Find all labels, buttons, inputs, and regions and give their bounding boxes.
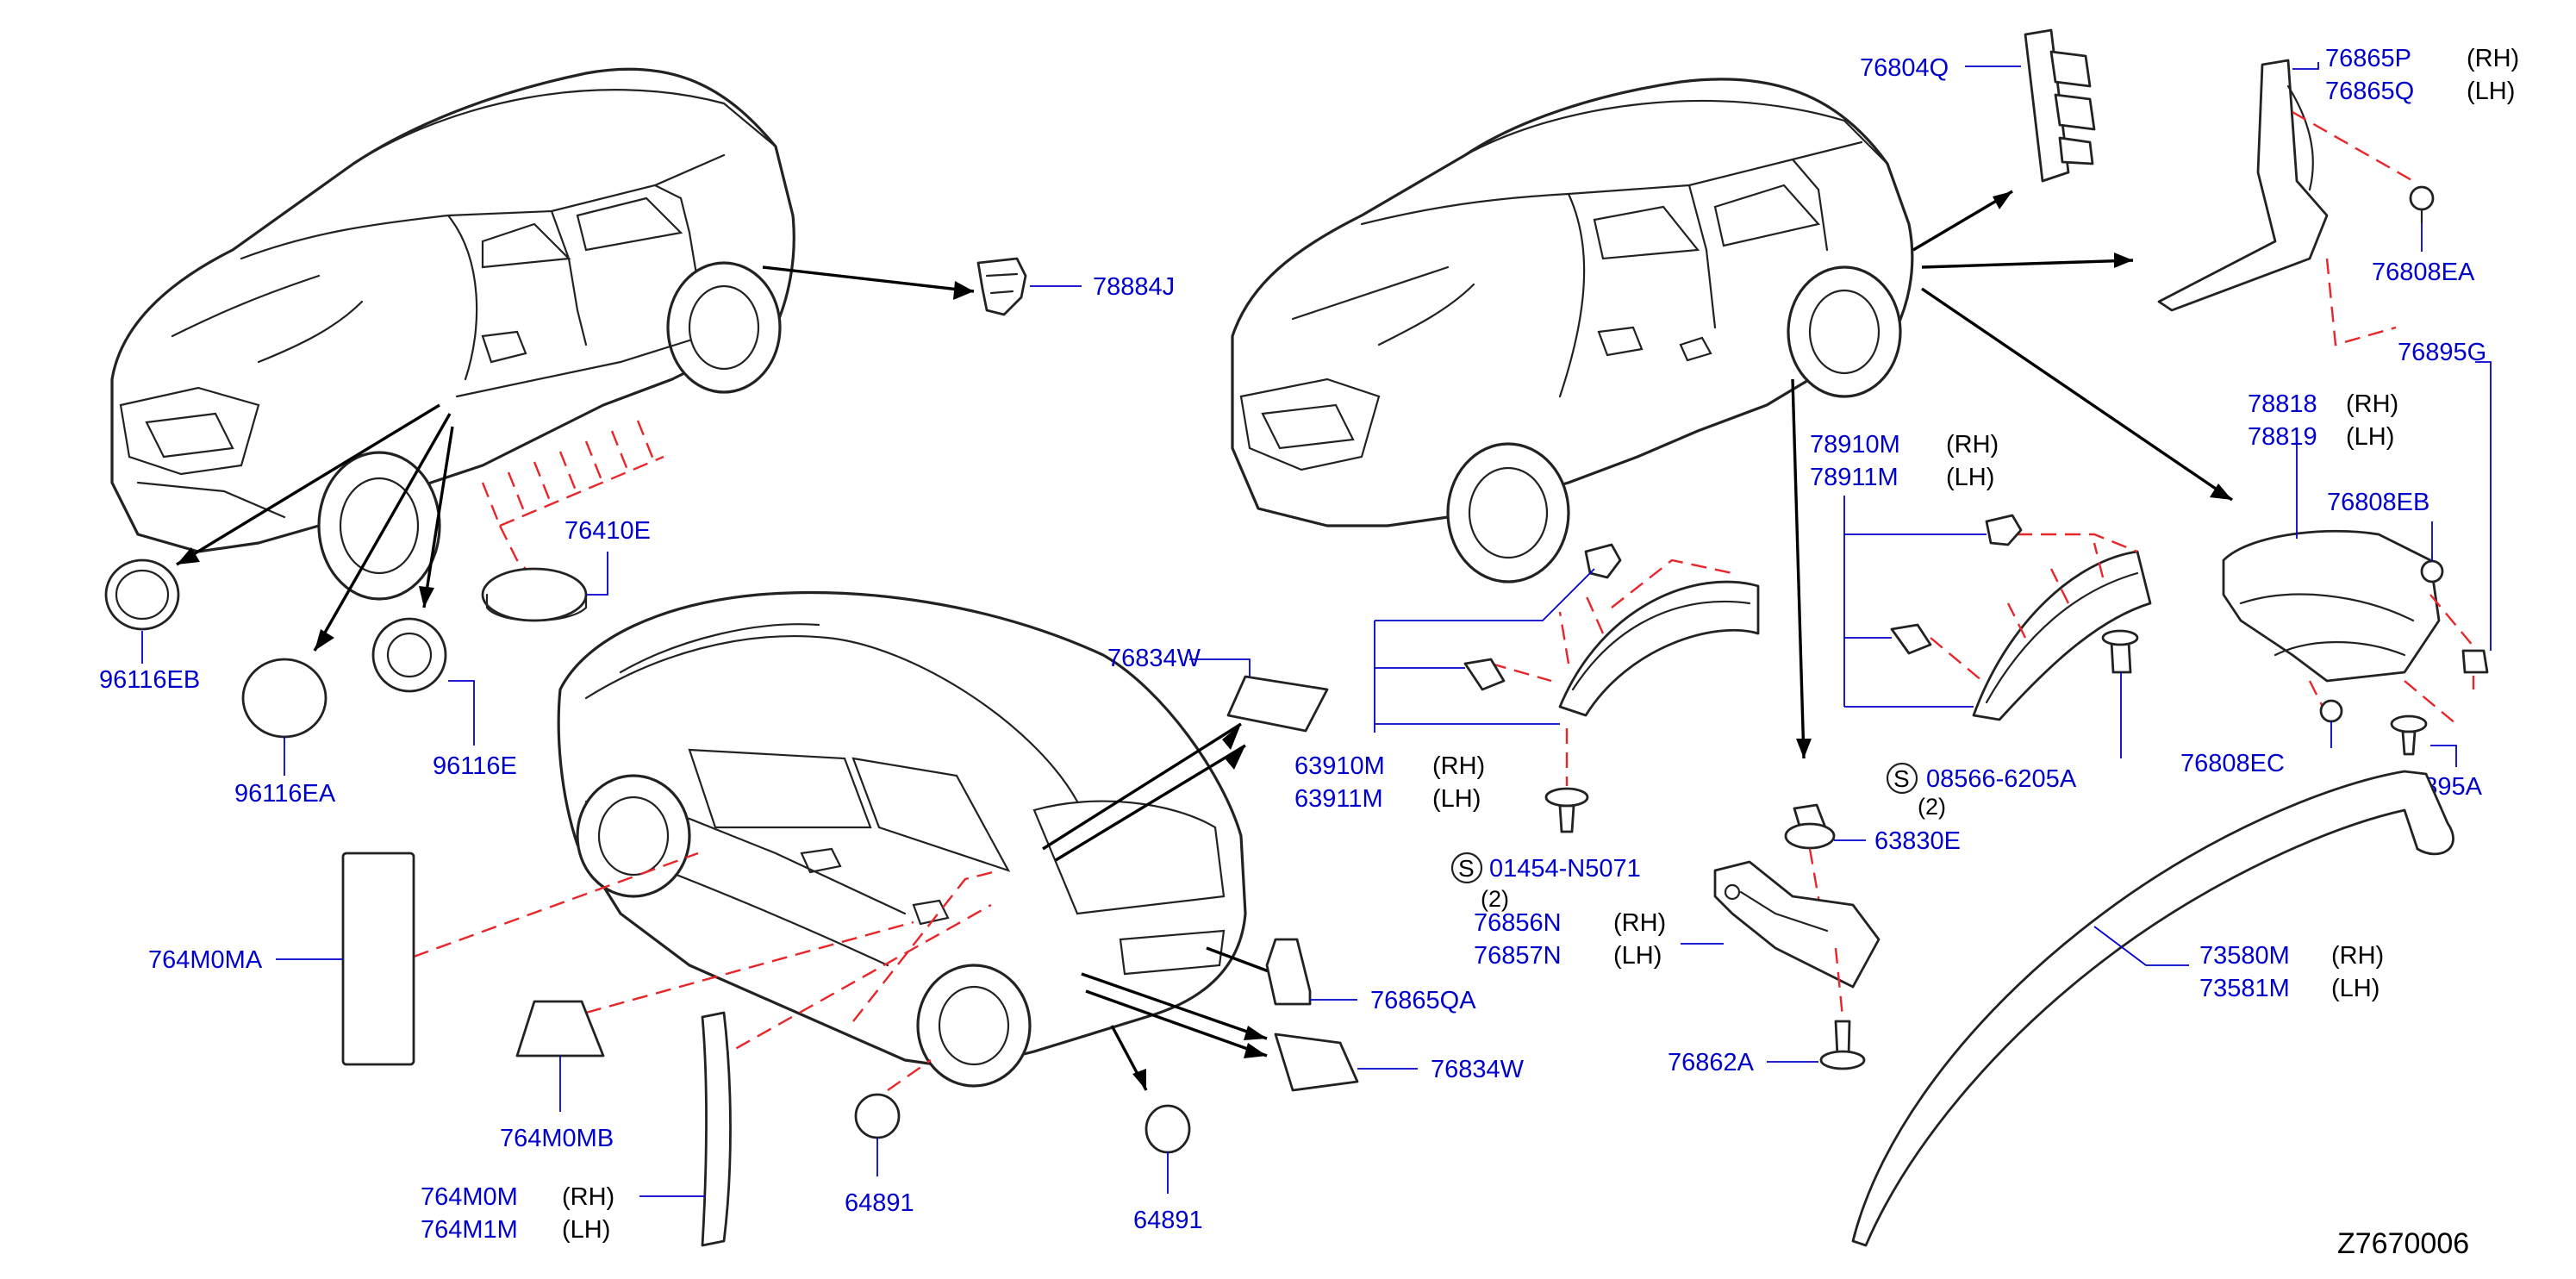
label-78910M: 78910M <box>1810 431 1900 459</box>
side-rh-76856N: (RH) <box>1613 909 1666 937</box>
side-lh-78911M: (LH) <box>1946 464 1994 491</box>
label-76834W-lower: 76834W <box>1431 1056 1525 1083</box>
label-76808EA: 76808EA <box>2372 259 2475 286</box>
side-lh-63911M: (LH) <box>1432 785 1481 813</box>
side-rh-76865P: (RH) <box>2467 45 2519 72</box>
mudguard-76856N: 76856N (RH) 76857N (LH) <box>1474 860 1881 989</box>
label-64891-right: 64891 <box>1133 1207 1203 1234</box>
label-764M1M: 764M1M <box>421 1216 518 1244</box>
side-lh-78819: (LH) <box>2346 423 2394 451</box>
label-764M0MB-piece: 764M0MB <box>500 1000 614 1152</box>
vehicle-front-view-right <box>1231 78 1914 583</box>
moulding-764M0M: 764M0M (RH) 764M1M (LH) <box>421 1011 732 1247</box>
label-764M0MA: 764M0MA <box>148 946 263 974</box>
screw-76862A: 76862A <box>1668 947 1866 1076</box>
label-63911M: 63911M <box>1294 785 1383 813</box>
label-plate-764M0MA: 764M0MA <box>148 852 415 1066</box>
label-78911M: 78911M <box>1810 464 1899 491</box>
side-rh-78818: (RH) <box>2346 390 2398 418</box>
grommet-96116E: 96116E <box>371 426 517 780</box>
label-63830E: 63830E <box>1874 827 1961 855</box>
label-63910M: 63910M <box>1294 752 1385 780</box>
side-rh-764M0M: (RH) <box>562 1183 614 1211</box>
side-rh-78910M: (RH) <box>1946 431 1999 459</box>
label-76410E: 76410E <box>564 517 651 545</box>
seal-76834W-lower: 76834W <box>1081 972 1525 1092</box>
splash-shield-78818: 78818 (RH) 78819 (LH) <box>2222 390 2475 725</box>
label-64891-left: 64891 <box>845 1189 914 1217</box>
side-lh-764M1M: (LH) <box>562 1216 610 1244</box>
label-78819: 78819 <box>2248 423 2317 451</box>
side-rh-63910M: (RH) <box>1432 752 1485 780</box>
sill-clip-row <box>481 420 664 596</box>
label-76865P: 76865P <box>2325 45 2411 72</box>
vent-76804Q: 76804Q <box>1860 28 2096 183</box>
plug-76410E: 76410E <box>481 517 651 622</box>
cap-64891-left: 64891 <box>845 1093 914 1217</box>
side-lh-76857N: (LH) <box>1613 942 1662 970</box>
label-76856N: 76856N <box>1474 909 1562 937</box>
grommet-63830E: 63830E <box>1784 803 1961 923</box>
label-76857N: 76857N <box>1474 942 1562 970</box>
vehicle-rear-view <box>557 590 1247 1088</box>
label-76865QA: 76865QA <box>1370 987 1476 1014</box>
standard-symbol-01454: S <box>1458 855 1475 882</box>
bolt-01454-N5071: S 01454-N5071 (2) <box>1450 728 1641 912</box>
label-76862A: 76862A <box>1668 1049 1755 1076</box>
arch-liner-63910M: 63910M (RH) 63911M (LH) <box>1294 543 1760 813</box>
cover-76865QA: 76865QA <box>1206 938 1476 1014</box>
diagram-id: Z7670006 <box>2337 1227 2469 1260</box>
clip-76808EB: 76808EB <box>2327 489 2444 583</box>
side-lh-76865Q: (LH) <box>2467 78 2515 105</box>
bracket-76865P: 76865P (RH) 76865Q (LH) <box>2157 45 2519 346</box>
rear-dashed-leaders <box>413 852 1001 1091</box>
clip-78884J: 78884J <box>762 257 1175 316</box>
standard-symbol-08566: S <box>1893 765 1910 792</box>
grommet-96116EA: 96116EA <box>234 413 452 808</box>
bolt-08566-6205A: S 08566-6205A (2) <box>1886 762 2077 820</box>
label-78818: 78818 <box>2248 390 2317 418</box>
label-08566-6205A: 08566-6205A <box>1926 765 2077 793</box>
label-73580M: 73580M <box>2199 942 2290 970</box>
clip-76808EC: 76808EC <box>2180 699 2343 777</box>
label-78884J: 78884J <box>1093 273 1175 301</box>
grommet-96116EB: 96116EB <box>99 403 440 694</box>
label-01454-N5071: 01454-N5071 <box>1489 855 1641 883</box>
cap-64891-right: 64891 <box>1110 1025 1203 1234</box>
label-764M0M: 764M0M <box>421 1183 518 1211</box>
label-96116EA: 96116EA <box>234 780 336 808</box>
side-lh-73581M: (LH) <box>2331 975 2380 1002</box>
car3-arrows <box>1791 190 2233 759</box>
clip-76808EA: 76808EA <box>2372 185 2475 286</box>
qty-01454-N5071: (2) <box>1481 886 1509 912</box>
seal-76834W-upper: 76834W <box>1042 645 1329 862</box>
label-76865Q: 76865Q <box>2325 78 2414 105</box>
vehicle-front-view-left <box>110 67 795 601</box>
moulding-73580M: 73580M (RH) 73581M (LH) <box>1851 770 2454 1247</box>
qty-08566-6205A: (2) <box>1918 794 1946 820</box>
label-73581M: 73581M <box>2199 975 2290 1002</box>
label-76808EC: 76808EC <box>2180 750 2285 777</box>
label-96116E: 96116E <box>433 752 517 780</box>
label-76808EB: 76808EB <box>2327 489 2429 516</box>
label-764M0MB: 764M0MB <box>500 1125 614 1152</box>
label-76804Q: 76804Q <box>1860 54 1949 82</box>
label-76895G: 76895G <box>2398 339 2486 366</box>
label-76834W-upper: 76834W <box>1107 645 1201 672</box>
side-rh-73580M: (RH) <box>2331 942 2384 970</box>
arch-liner-78910M: 78910M (RH) 78911M (LH) <box>1810 431 2152 758</box>
clip-76895G: 76895G <box>2398 339 2492 674</box>
label-96116EB: 96116EB <box>99 666 200 694</box>
